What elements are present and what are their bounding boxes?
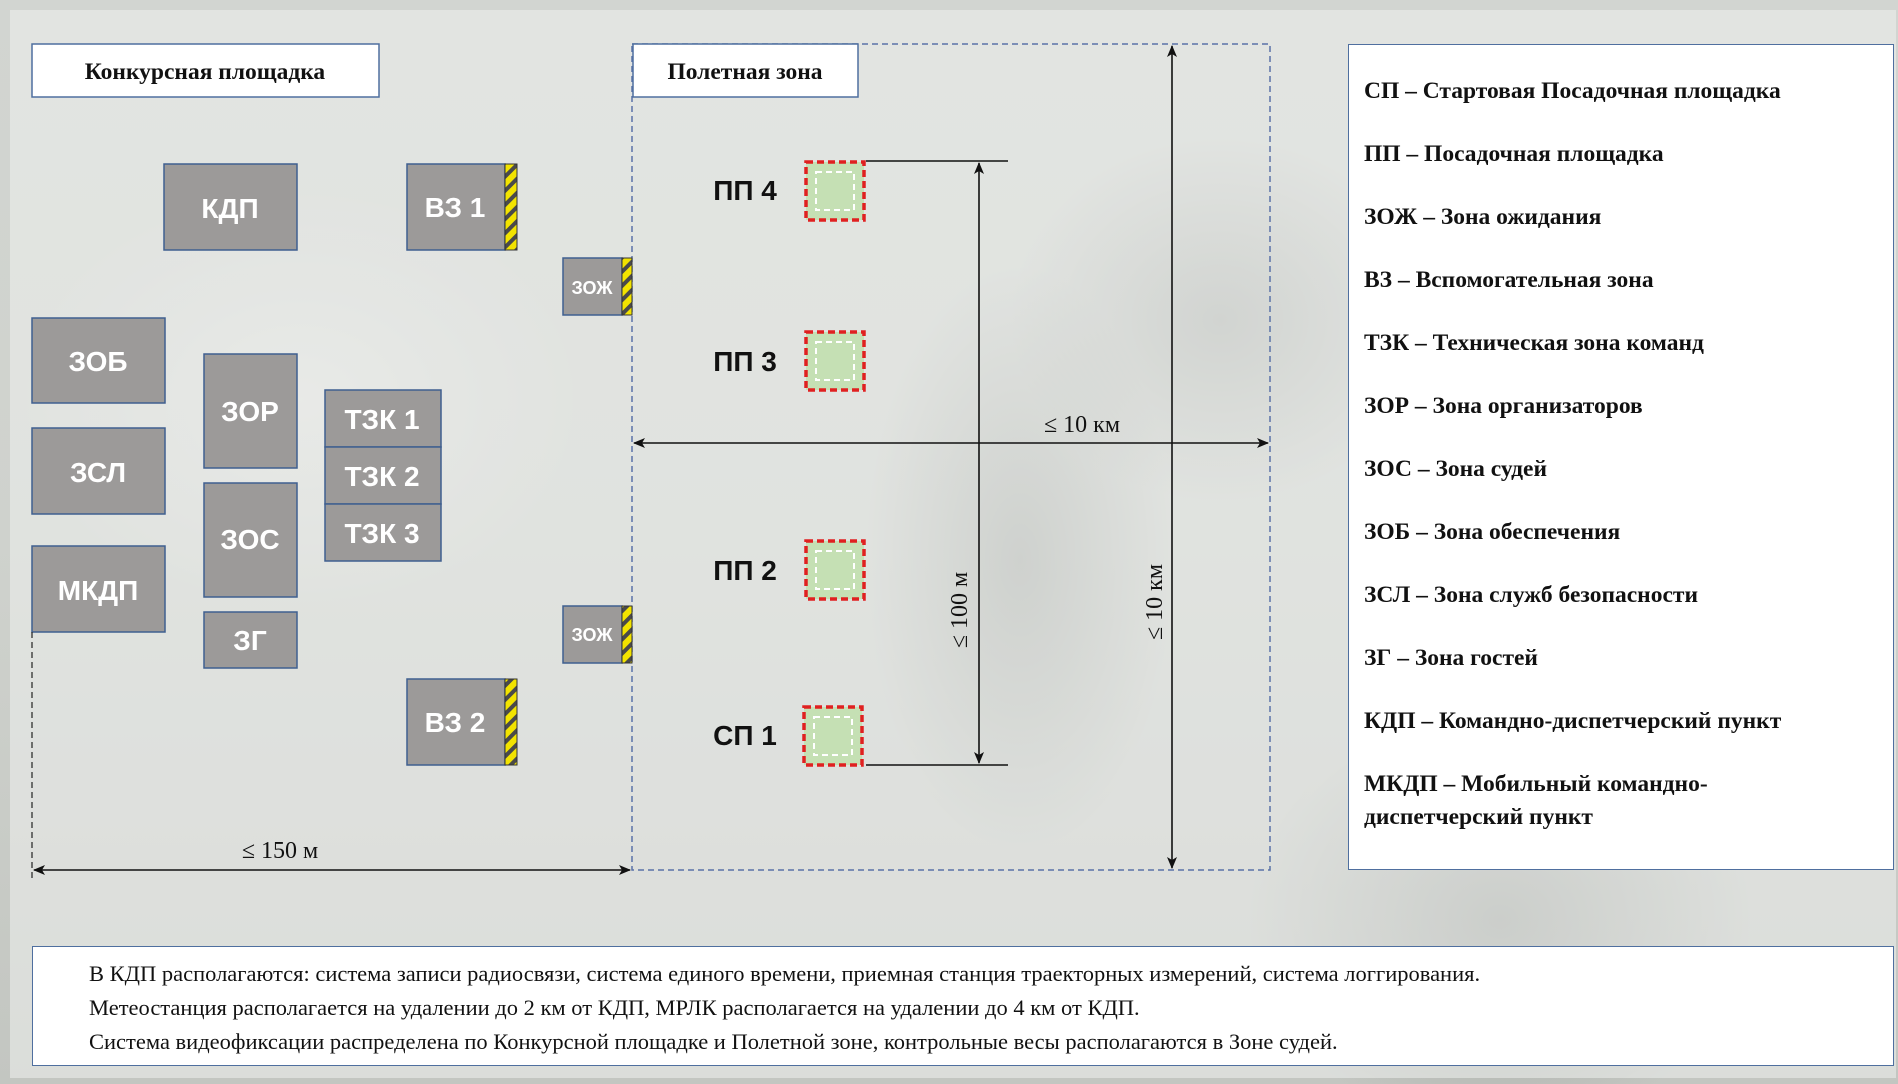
block-zsl-label: ЗСЛ (70, 457, 126, 488)
hazard-stripe (621, 605, 633, 664)
block-kdp: КДП (163, 163, 298, 251)
dimension-label-10km-vertical: ≤ 10 км (1142, 564, 1168, 640)
legend-item: ЗОС – Зона судей (1364, 456, 1548, 482)
block-zozh-top-label: ЗОЖ (571, 278, 613, 298)
pad-pp2-label: ПП 2 (713, 555, 777, 586)
hazard-stripe (504, 163, 518, 251)
legend-item: ЗОР – Зона организаторов (1364, 393, 1643, 419)
block-tzk1-label: ТЗК 1 (344, 404, 419, 435)
block-vz1-label: ВЗ 1 (425, 192, 486, 223)
block-zsl: ЗСЛ (31, 427, 166, 515)
block-tzk2: ТЗК 2 (324, 446, 442, 505)
block-zos: ЗОС (203, 482, 298, 598)
dimension-label-100m: ≤ 100 м (947, 572, 973, 648)
note-line: В КДП располагаются: система записи ради… (89, 961, 1481, 986)
block-vz1: ВЗ 1 (406, 163, 518, 251)
block-zor-label: ЗОР (221, 396, 279, 427)
block-tzk1: ТЗК 1 (324, 389, 442, 448)
block-zg: ЗГ (203, 611, 298, 669)
legend-item: КДП – Командно-диспетчерский пункт (1364, 708, 1782, 734)
pad-pp4-label: ПП 4 (713, 175, 777, 206)
legend-item: МКДП – Мобильный командно-диспетчерский … (1364, 771, 1708, 830)
legend-item: ПП – Посадочная площадка (1364, 141, 1664, 167)
landing-pad-pp4: ПП 4 (713, 160, 866, 222)
dimension-label-150m: ≤ 150 м (242, 838, 318, 864)
legend-item: СП – Стартовая Посадочная площадка (1364, 78, 1781, 104)
block-zozh-bottom: ЗОЖ (562, 605, 633, 664)
legend-item: ТЗК – Техническая зона команд (1364, 330, 1704, 356)
block-tzk3: ТЗК 3 (324, 503, 442, 562)
competition-area-label: Конкурсная площадка (85, 59, 326, 85)
block-zob-label: ЗОБ (68, 346, 127, 377)
notes-panel: В КДП располагаются: система записи ради… (32, 946, 1894, 1066)
flight-zone-title: Полетная зона (632, 43, 859, 98)
legend-item: ЗГ – Зона гостей (1364, 645, 1538, 671)
landing-pad-pp3: ПП 3 (713, 330, 866, 392)
legend-item: ВЗ – Вспомогательная зона (1364, 267, 1654, 293)
hazard-stripe (504, 678, 518, 766)
block-tzk3-label: ТЗК 3 (344, 518, 419, 549)
block-zg-label: ЗГ (233, 625, 267, 656)
hazard-stripe (621, 257, 633, 316)
block-mkdp-label: МКДП (58, 575, 139, 606)
block-vz2: ВЗ 2 (406, 678, 518, 766)
pad-sp1-label: СП 1 (713, 720, 777, 751)
block-zozh-top: ЗОЖ (562, 257, 633, 316)
legend-item: ЗСЛ – Зона служб безопасности (1364, 582, 1698, 608)
block-zos-label: ЗОС (220, 524, 279, 555)
block-zob: ЗОБ (31, 317, 166, 404)
start-landing-pad-sp1: СП 1 (713, 705, 864, 767)
note-line: Система видеофиксации распределена по Ко… (89, 1029, 1338, 1054)
pad-pp3-label: ПП 3 (713, 346, 777, 377)
block-mkdp: МКДП (31, 545, 166, 633)
block-tzk2-label: ТЗК 2 (344, 461, 419, 492)
note-line: Метеостанция располагается на удалении д… (89, 995, 1140, 1020)
block-zor: ЗОР (203, 353, 298, 469)
block-vz2-label: ВЗ 2 (425, 707, 486, 738)
flight-zone-boundary (631, 43, 1271, 871)
dimension-label-10km-horizontal: ≤ 10 км (1044, 412, 1120, 438)
competition-area-title: Конкурсная площадка (31, 43, 380, 98)
legend-panel: СП – Стартовая Посадочная площадка ПП – … (1348, 44, 1894, 870)
flight-zone-label: Полетная зона (667, 59, 822, 85)
landing-pad-pp2: ПП 2 (713, 539, 866, 601)
block-kdp-label: КДП (201, 193, 258, 224)
legend-item: ЗОЖ – Зона ожидания (1364, 204, 1602, 230)
block-zozh-bottom-label: ЗОЖ (571, 625, 613, 645)
legend-item: ЗОБ – Зона обеспечения (1364, 519, 1621, 545)
